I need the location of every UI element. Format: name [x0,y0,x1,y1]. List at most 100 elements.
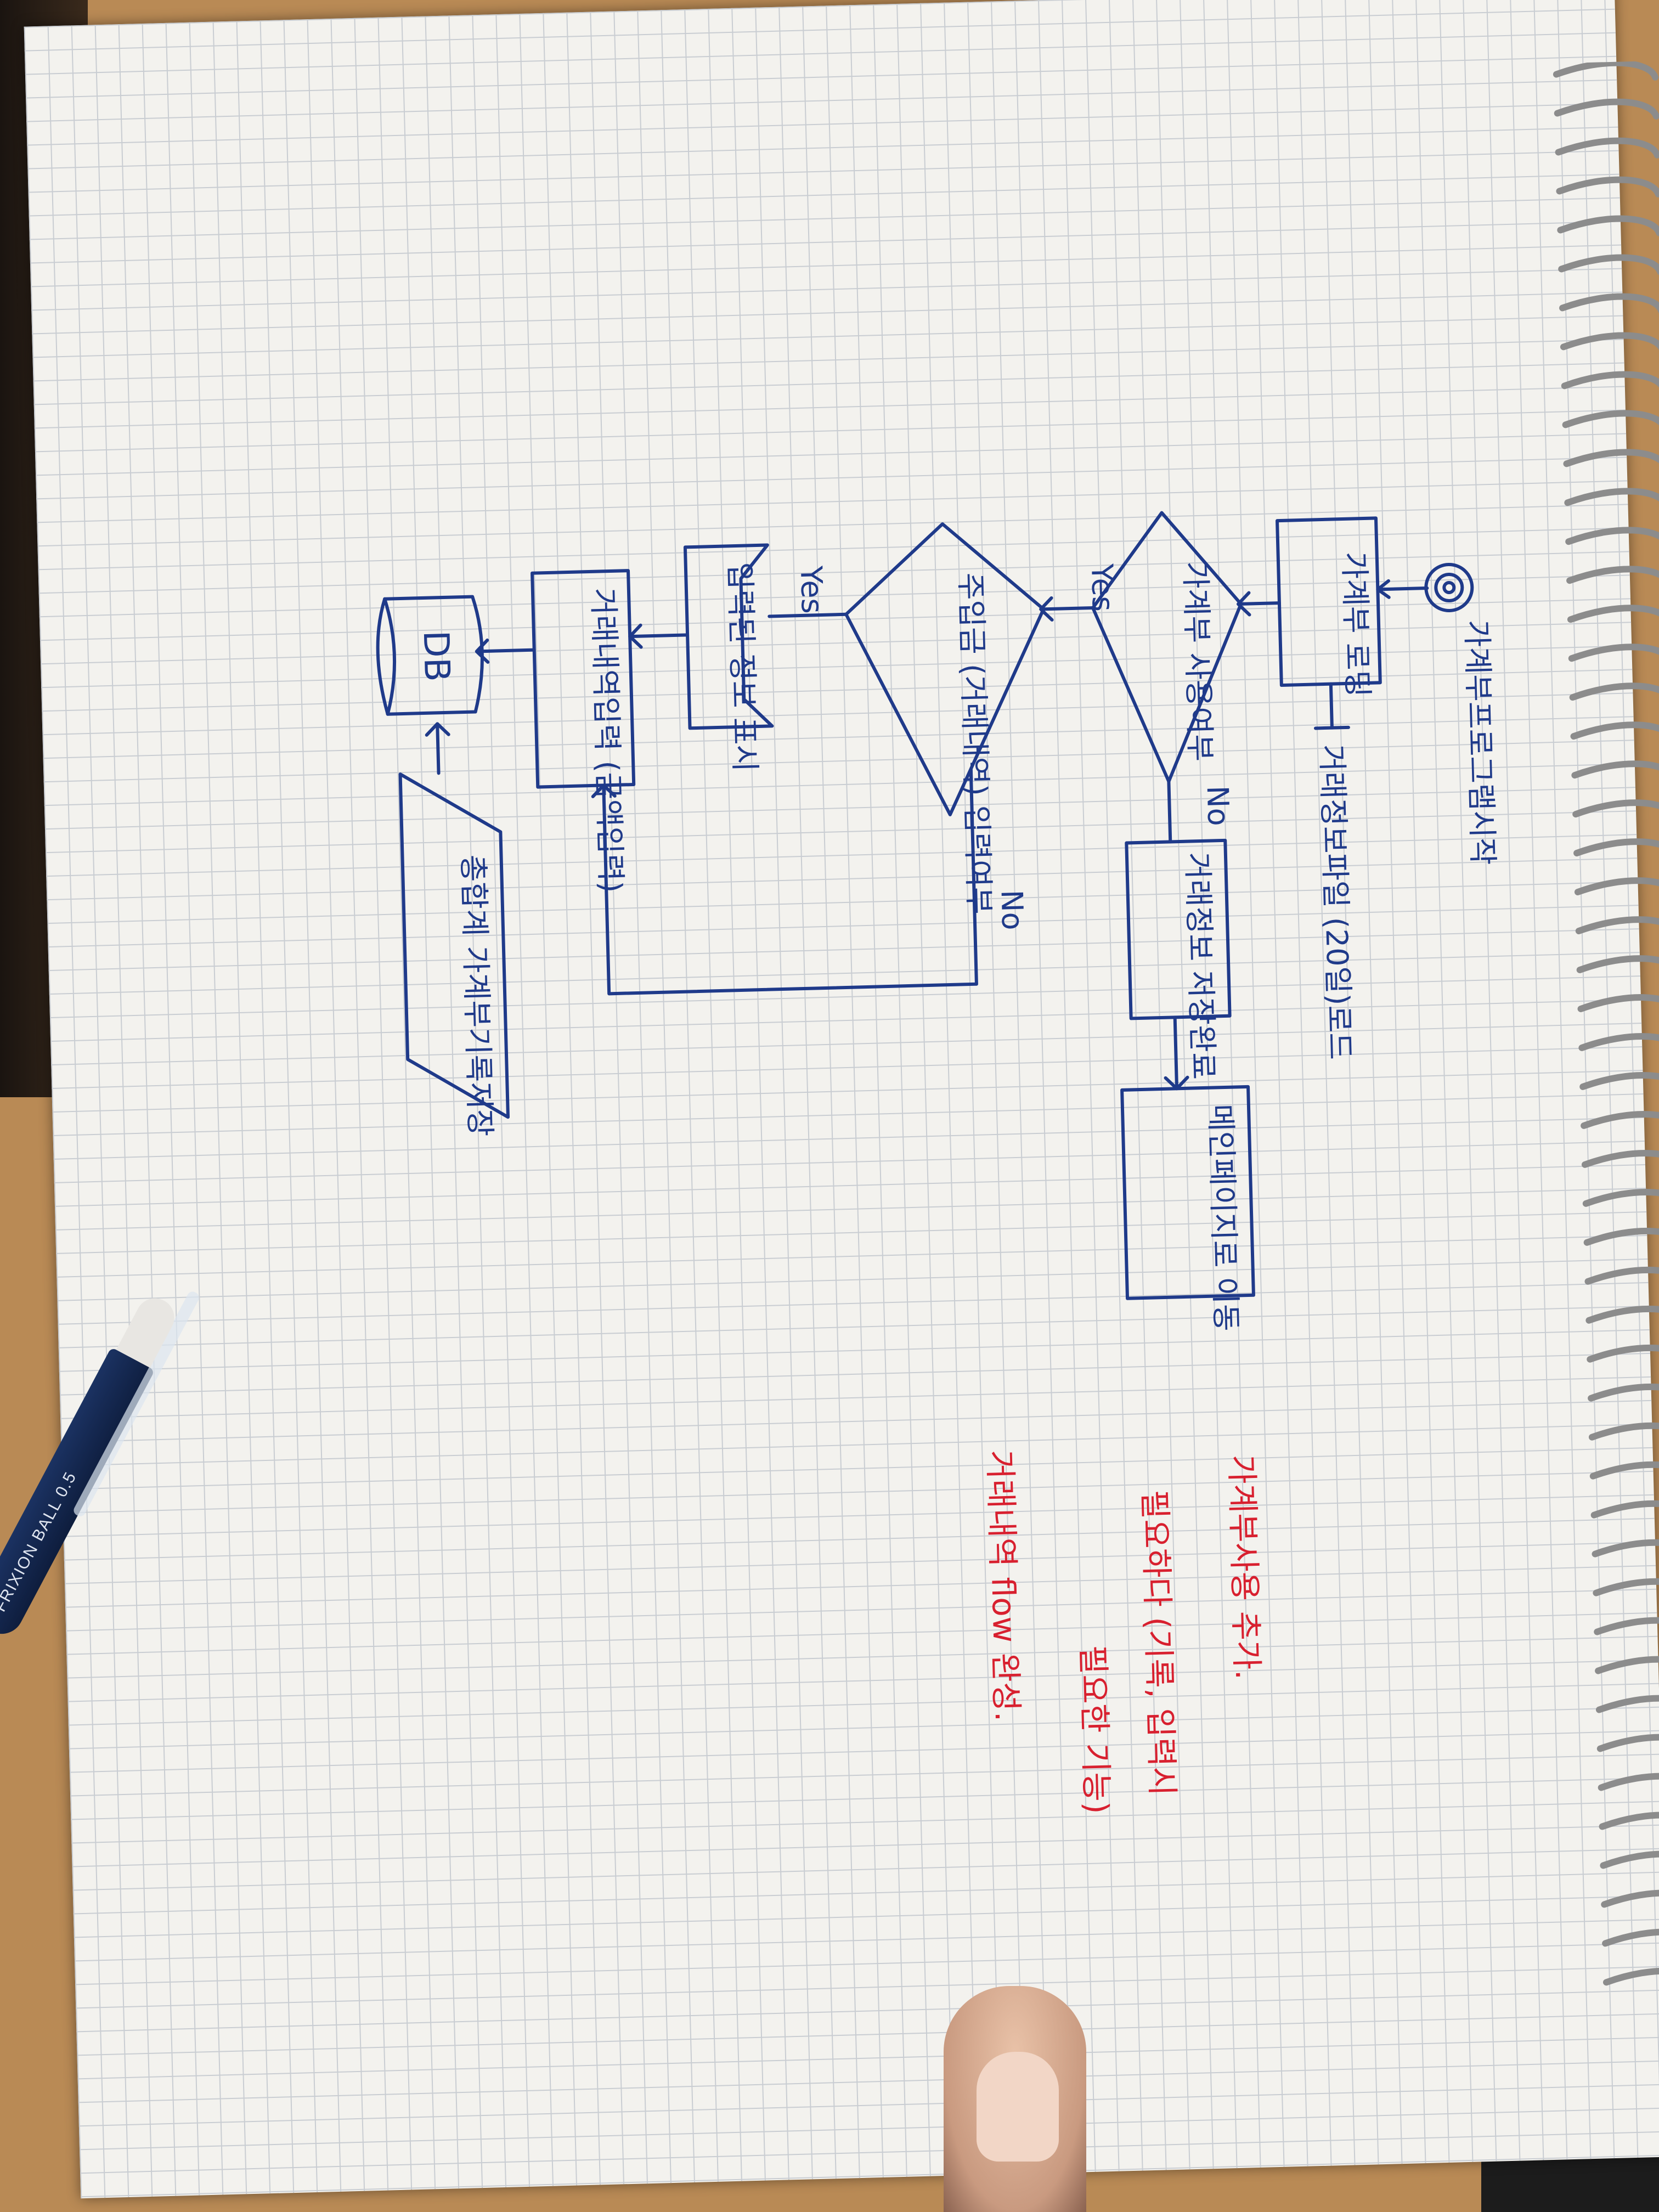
spiral-ring [1557,215,1659,236]
line-save-to-main [1173,1015,1179,1091]
spiral-ring [1576,955,1659,977]
spiral-ring [1562,410,1659,431]
io-parallelogram [398,772,510,1119]
db-label: DB [415,630,457,682]
input-process-label: 거래내역입력 (금액입력) [586,588,629,894]
save-complete-box [1125,838,1232,1020]
spiral-ring [1579,1072,1659,1093]
red-note-2: 필요하다 (기록, 입력시 [1136,1489,1181,1797]
arrow-to-decision-1 [1236,591,1251,617]
line-io-to-db [436,722,441,775]
db-cylinder-rim [383,597,397,716]
spiral-ring [1590,1500,1659,1521]
spiral-ring [1583,1227,1659,1249]
start-terminal-inner [1434,572,1464,602]
spiral-ring [1558,254,1659,275]
save-complete-label: 거래정보 저장완료 [1180,851,1221,1080]
spiral-ring [1573,838,1659,860]
spiral-ring [1563,449,1659,470]
spiral-ring [1571,760,1659,782]
spiral-ring [1581,1150,1659,1171]
decision-2-no: No [994,889,1030,930]
decision-1-no: No [1200,785,1236,826]
display-box-label: 입력된 정보 표시 [723,562,763,772]
thumb-nail [977,2052,1059,2162]
line-load-to-decision [1239,601,1281,606]
spiral-ring [1554,98,1659,120]
decision-2-label: 주입금 (거래내역) 입력여부 [953,572,996,915]
spiral-ring [1594,1617,1659,1638]
spiral-ring [1584,1266,1659,1288]
arrow-to-decision-2 [1039,596,1054,622]
spiral-ring [1589,1461,1659,1482]
spiral-ring [1575,916,1659,938]
spiral-ring [1555,137,1659,159]
io-box-label: 총합계 가계부기록저장 [455,854,497,1137]
spiral-ring [1574,877,1659,899]
spiral-ring [1596,1734,1659,1755]
display-box [683,543,774,730]
arrow-io-to-db [425,722,450,737]
spiral-ring [1565,527,1659,548]
red-note-4: 거래내역 flow 완성. [981,1449,1025,1722]
spiral-ring [1582,1188,1659,1210]
spiral-ring [1600,1850,1659,1872]
line-yes-1 [1042,606,1095,611]
flowchart: 가계부프로그램시작 거래정보파일 (20일)로드 가계부 로딩 가계부 사용여부… [376,511,1500,1815]
spiral-ring [1602,1928,1659,1950]
spiral-ring [1599,1812,1659,1833]
input-process-box [531,569,636,789]
spiral-ring [1561,371,1659,392]
spiral-ring [1598,1773,1659,1794]
startup-note: 거래정보파일 (20일)로드 [1314,744,1357,1060]
decision-2-yes: Yes [794,565,830,614]
decision-2-diamond [844,522,1046,816]
spiral-ring [1572,799,1659,821]
line-process-to-db [477,648,536,653]
spiral-ring [1593,1578,1659,1599]
line-yes-2 [768,612,848,618]
notebook-page: 가계부프로그램시작 거래정보파일 (20일)로드 가계부 로딩 가계부 사용여부… [24,0,1659,2199]
arrow-to-db [475,638,490,664]
annotation-bracket [1329,682,1334,730]
spiral-ring [1595,1695,1659,1716]
spiral-binding [1553,60,1659,1989]
line-display-to-process [631,633,690,638]
process-1-label: 가계부 로딩 [1337,551,1375,698]
spiral-ring [1581,1111,1659,1132]
line-no-2 [602,768,978,996]
spiral-ring [1570,721,1659,743]
decision-1-diamond [1091,511,1243,783]
spiral-ring [1566,566,1659,587]
decision-1-yes: Yes [1085,563,1120,612]
annotation-brace [1313,725,1350,730]
spiral-ring [1560,332,1659,353]
start-line [1376,586,1429,591]
red-note-1: 가계부사용 추가. [1223,1454,1266,1680]
spiral-ring [1577,994,1659,1015]
start-label: 가계부프로그램시작 [1459,619,1500,866]
spiral-ring [1587,1344,1659,1366]
spiral-ring [1601,1889,1659,1911]
spiral-ring [1592,1539,1659,1560]
spiral-ring [1569,682,1659,704]
line-no-1 [1167,780,1172,844]
spiral-ring [1567,605,1659,626]
red-note-3: 필요한 기능) [1074,1645,1116,1815]
start-terminal-icon [1424,562,1474,612]
spiral-ring [1578,1033,1659,1054]
main-page-label: 메인페이지로 이동 [1203,1103,1244,1331]
spiral-ring [1553,60,1659,81]
spiral-ring [1556,176,1659,198]
main-page-box [1120,1085,1255,1300]
spiral-ring [1559,293,1659,314]
spiral-ring [1595,1656,1659,1677]
spiral-ring [1568,644,1659,665]
decision-1-label: 가계부 사용여부 [1178,561,1218,761]
spiral-ring [1585,1305,1659,1327]
spiral-ring [1588,1383,1659,1405]
start-terminal-core [1442,580,1456,594]
spiral-ring [1588,1422,1659,1443]
spiral-ring [1602,1967,1659,1989]
